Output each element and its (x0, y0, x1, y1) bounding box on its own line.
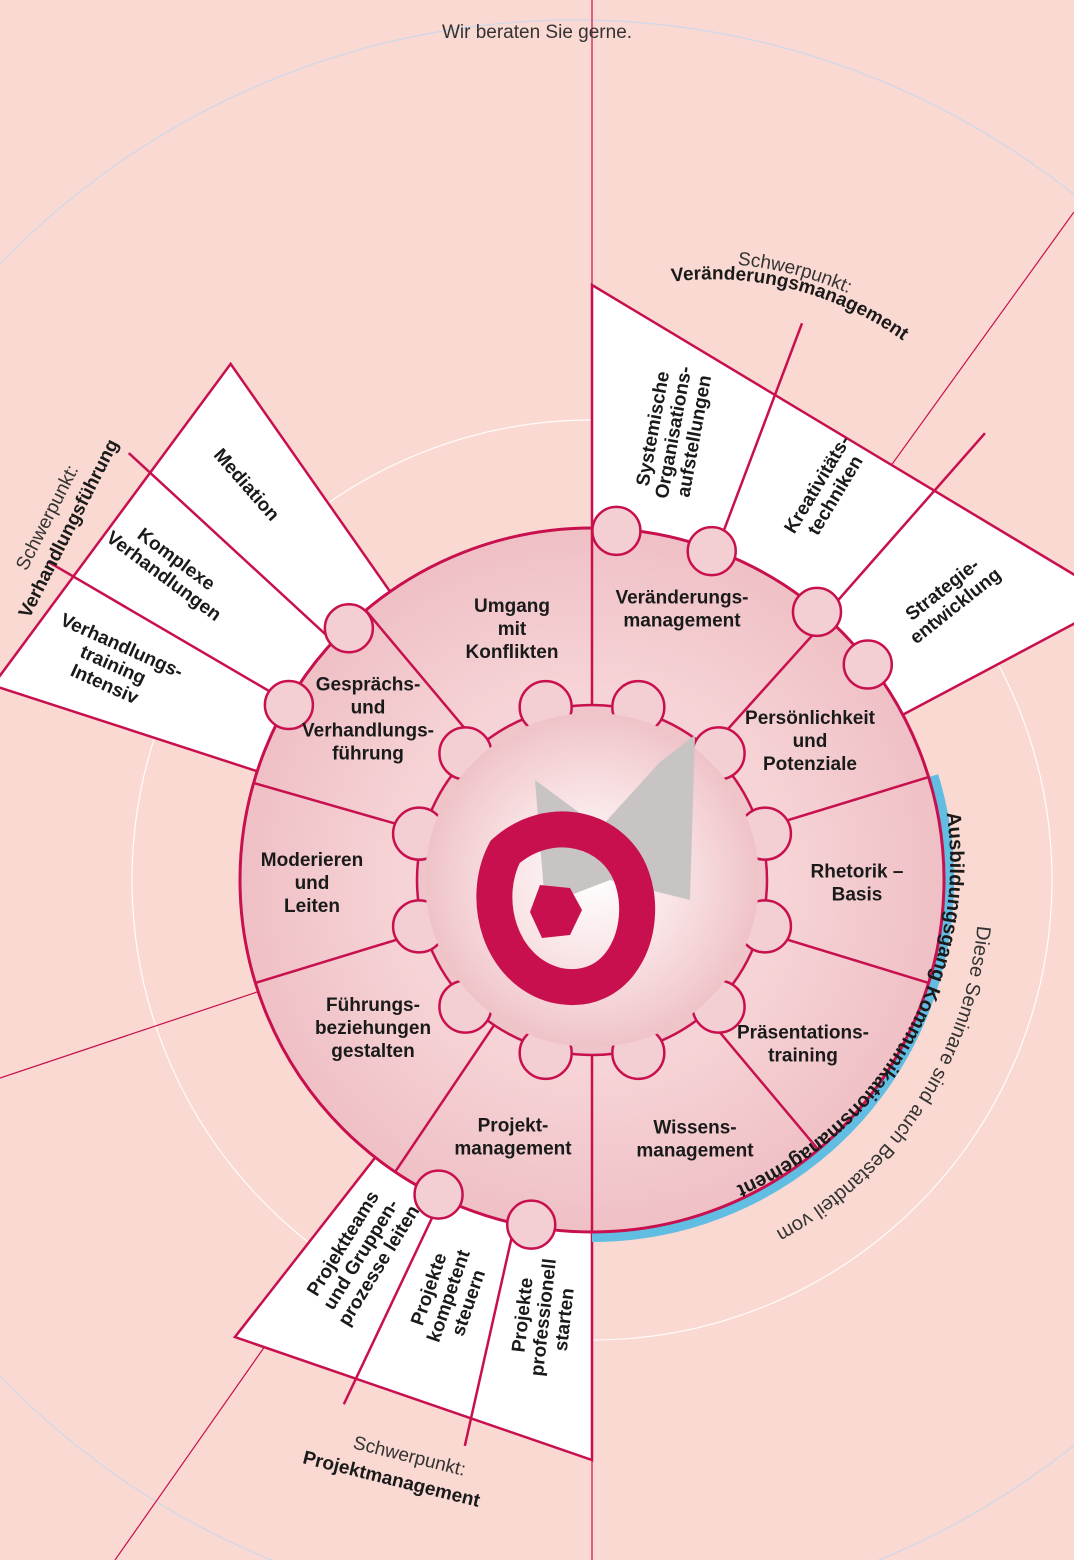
ausbildung-band-arc (591, 774, 954, 1242)
segment-label-projektmanagement: Projekt-management (454, 1116, 572, 1160)
logo (476, 735, 695, 1005)
top-note: Wir beraten Sie gerne. (442, 22, 632, 43)
puzzle-bump (591, 505, 642, 557)
logo-shadow-shape (535, 735, 695, 905)
segment-label-praesentation: Präsentations-training (737, 1023, 869, 1067)
puzzle-bump (413, 1169, 464, 1220)
logo-core (530, 885, 582, 938)
puzzle-bump (686, 525, 737, 577)
puzzle-bump (323, 602, 375, 654)
segment-label-rhetorik: Rhetorik –Basis (811, 862, 904, 906)
ausbildung-band (591, 774, 954, 1242)
guide-circle-outer (0, 19, 1074, 1560)
puzzle-bump (263, 679, 315, 731)
segment-label-wissensmanagement: Wissens-management (636, 1118, 754, 1162)
logo-ring (476, 811, 656, 1005)
puzzle-bump (842, 639, 894, 690)
segment-divider (394, 1016, 501, 1173)
puzzle-bump (505, 1199, 557, 1250)
schwerpunkt-veraenderung-title: Veränderungsmanagement (670, 263, 913, 345)
segment-label-veraenderungsmanagement: Veränderungs-management (615, 588, 748, 632)
puzzle-bump (791, 586, 843, 638)
